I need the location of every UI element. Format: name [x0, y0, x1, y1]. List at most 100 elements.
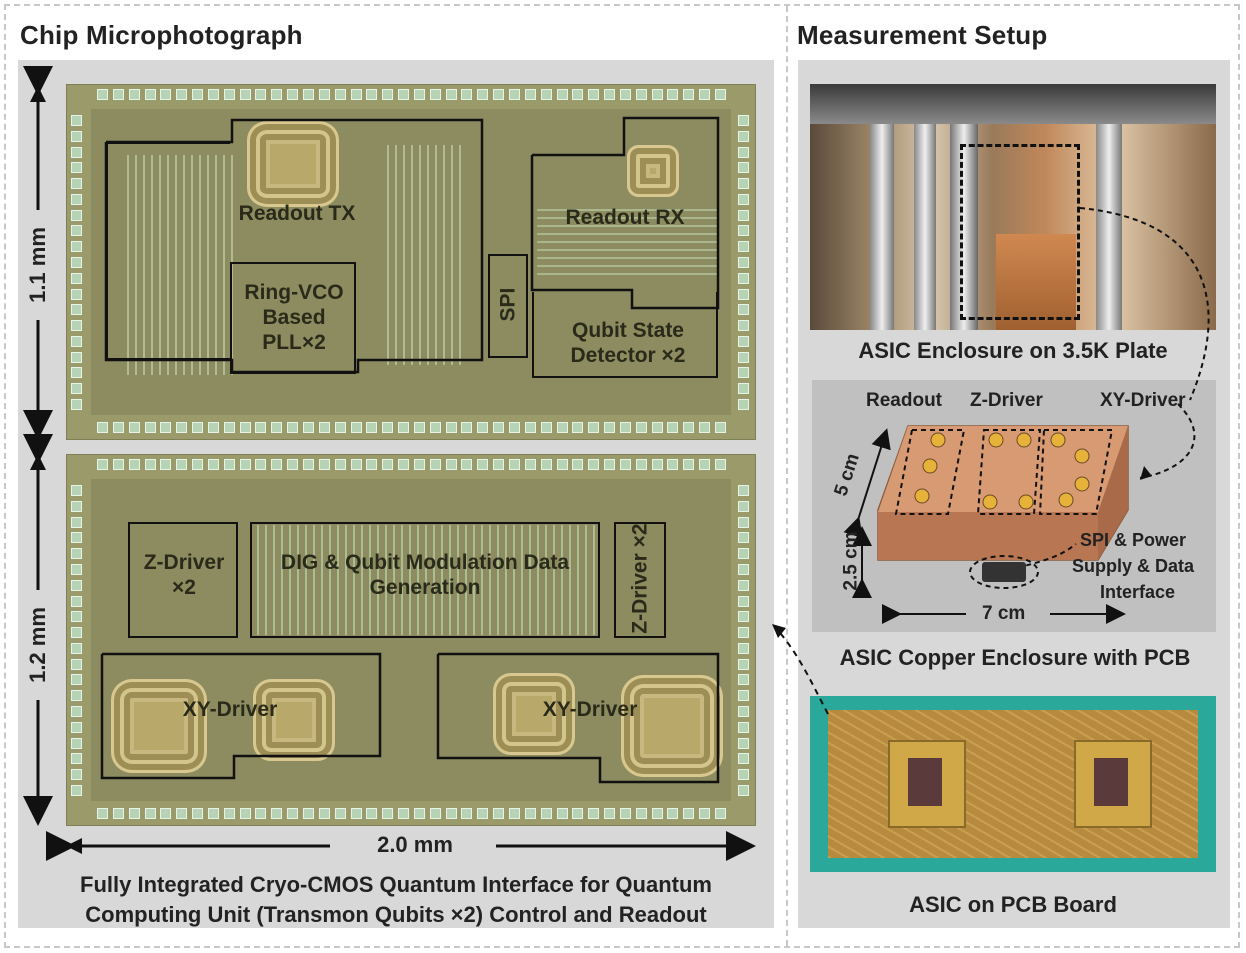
- bond-pad: [493, 422, 505, 433]
- bond-pad: [71, 627, 82, 639]
- bond-pad: [683, 808, 695, 819]
- bond-pad: [738, 225, 749, 237]
- bond-pad: [572, 808, 584, 819]
- photo3-caption: ASIC on PCB Board: [909, 892, 1117, 917]
- bond-pad: [556, 459, 568, 470]
- bond-pad: [461, 459, 473, 470]
- enclosure-label-spi-1: SPI & Power: [1080, 530, 1187, 550]
- bond-pad: [651, 459, 663, 470]
- bond-pad: [556, 808, 568, 819]
- bond-pad: [604, 422, 616, 433]
- bond-pad: [71, 335, 82, 347]
- bond-pad: [445, 459, 457, 470]
- bond-pad: [207, 89, 219, 100]
- bond-pad: [71, 383, 82, 395]
- rx-inductor: [627, 145, 679, 197]
- cryostat-rod-1: [870, 124, 894, 330]
- bond-pad: [715, 808, 726, 819]
- bond-pad: [524, 808, 536, 819]
- bond-pad: [429, 89, 441, 100]
- bond-pad: [144, 459, 156, 470]
- bond-pad: [738, 595, 749, 607]
- bond-pad: [699, 808, 711, 819]
- bond-pad: [192, 808, 204, 819]
- bond-pad: [71, 516, 82, 528]
- bond-pad: [382, 808, 394, 819]
- dig-label: DIG & Qubit Modulation Data Generation: [280, 551, 570, 600]
- xy-inductor-4: [621, 675, 723, 777]
- bond-pad: [635, 89, 647, 100]
- tx-routing: [127, 155, 237, 375]
- bond-pad: [715, 422, 726, 433]
- qubit-state-block: [532, 292, 718, 378]
- bond-pad: [271, 808, 283, 819]
- xy-driver-left-label: XY-Driver: [182, 698, 278, 721]
- bond-pad: [738, 130, 749, 142]
- bond-pad: [71, 162, 82, 174]
- bond-pad: [651, 422, 663, 433]
- bond-pad: [715, 89, 726, 100]
- bond-pad: [738, 241, 749, 253]
- bond-pad: [738, 611, 749, 623]
- bond-pad: [683, 459, 695, 470]
- bond-pad: [738, 320, 749, 332]
- bond-pad: [509, 422, 520, 433]
- bond-pad: [334, 89, 346, 100]
- bond-pad: [738, 288, 749, 300]
- bond-pad: [71, 611, 82, 623]
- bond-pad: [303, 808, 314, 819]
- bond-pad: [223, 422, 235, 433]
- bond-pad: [366, 422, 378, 433]
- bond-pad: [398, 422, 410, 433]
- bond-pad: [413, 459, 425, 470]
- bond-pad: [160, 422, 172, 433]
- die-bottom: [66, 454, 756, 826]
- cryostat-rod-3: [950, 124, 978, 330]
- bond-pad: [192, 89, 204, 100]
- bond-pad: [160, 459, 172, 470]
- bond-pad: [738, 737, 749, 749]
- bond-pad: [738, 272, 749, 284]
- bond-pad: [382, 459, 394, 470]
- bond-pad: [413, 808, 425, 819]
- bond-pad: [71, 595, 82, 607]
- bond-pad: [97, 459, 108, 470]
- bond-pad: [112, 422, 124, 433]
- bond-pad: [255, 422, 267, 433]
- xy-inductor-2: [253, 679, 335, 761]
- bond-pad: [635, 459, 647, 470]
- bond-pad: [303, 459, 314, 470]
- bond-pad: [738, 706, 749, 718]
- bond-pad: [738, 769, 749, 781]
- cryostat-photo: [810, 84, 1216, 330]
- bond-pad: [738, 532, 749, 544]
- bond-pad: [738, 351, 749, 363]
- pcb-asic-1: [908, 758, 942, 806]
- bond-pad: [738, 563, 749, 575]
- chip-heading: Chip Microphotograph: [20, 20, 303, 50]
- pcb-photo: [810, 696, 1216, 872]
- bond-pad: [318, 808, 330, 819]
- bond-pad: [97, 422, 108, 433]
- bond-pad: [619, 89, 631, 100]
- bond-pad: [429, 808, 441, 819]
- bond-pad: [255, 808, 267, 819]
- bond-pad: [382, 422, 394, 433]
- bond-pad: [738, 485, 749, 496]
- enclosure-label-spi-2: Supply & Data: [1072, 556, 1195, 576]
- bond-pad: [461, 422, 473, 433]
- bond-pad: [540, 459, 552, 470]
- z-driver-left-block: [128, 522, 238, 638]
- bond-pad: [160, 89, 172, 100]
- photo2-caption: ASIC Copper Enclosure with PCB: [839, 645, 1191, 670]
- bond-pad: [303, 422, 314, 433]
- bond-pad: [71, 579, 82, 591]
- bond-pad: [71, 769, 82, 781]
- bond-pad: [287, 808, 299, 819]
- spi-block: [488, 254, 528, 358]
- bond-pad: [683, 422, 695, 433]
- bond-pad: [667, 422, 679, 433]
- bond-pad: [540, 89, 552, 100]
- ring-vco-block: [230, 262, 356, 374]
